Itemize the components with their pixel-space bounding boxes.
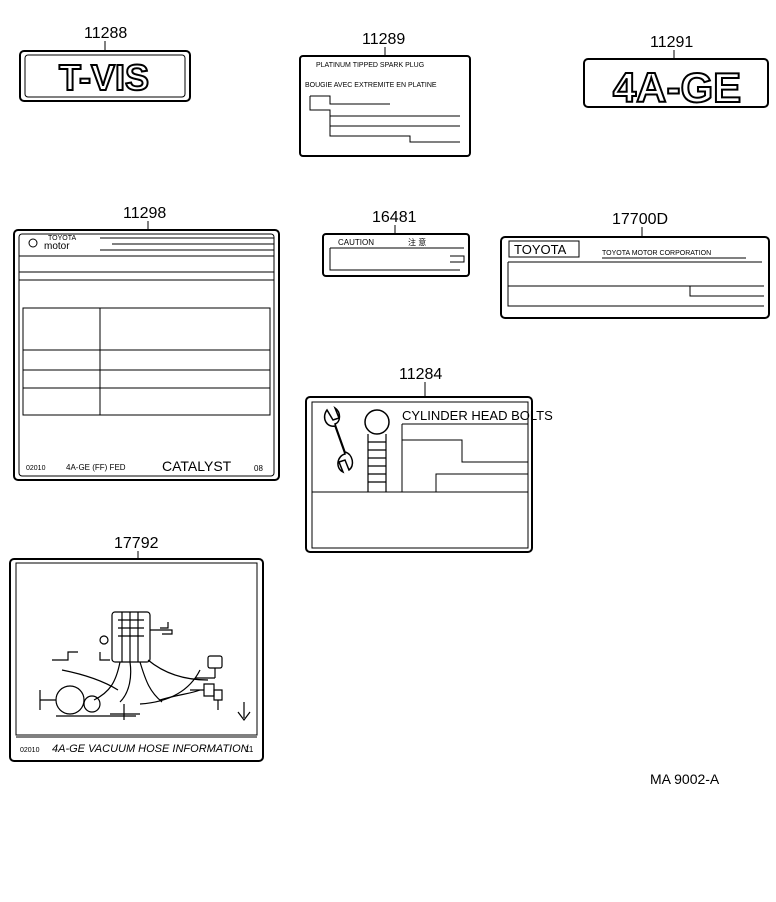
part-number-11298: 11298 xyxy=(123,205,166,222)
brand-motor: motor xyxy=(44,241,70,252)
vacuum-hose-schematic xyxy=(39,611,251,721)
part-number-11288: 11288 xyxy=(84,25,127,42)
cyl-head-title: CYLINDER HEAD BOLTS xyxy=(402,408,553,423)
label-11298-catalyst: CATALYST xyxy=(162,458,232,474)
caution-text: CAUTION xyxy=(338,238,374,247)
label-11298-engine: 4A-GE (FF) FED xyxy=(66,463,126,472)
label-4age-text: 4A-GE xyxy=(613,64,741,111)
part-number-17700D: 17700D xyxy=(612,211,668,228)
spark-plug-line1: PLATINUM TIPPED SPARK PLUG xyxy=(316,62,424,69)
toyota-brand: TOYOTA xyxy=(514,242,567,257)
part-16481: 16481 CAUTION 注 意 xyxy=(322,209,470,277)
part-11288: 11288 T-VIS xyxy=(19,25,191,102)
label-17792-suffix: 11 xyxy=(245,745,254,754)
part-number-11291: 11291 xyxy=(650,34,693,51)
part-number-11289: 11289 xyxy=(362,31,405,48)
part-11291: 11291 4A-GE xyxy=(583,34,769,112)
part-17792: 17792 02010 4A-GE VACUUM HOSE INFORMAT xyxy=(9,535,264,762)
spark-plug-line2: BOUGIE AVEC EXTREMITE EN PLATINE xyxy=(305,82,437,89)
label-17792-code: 02010 xyxy=(20,747,40,754)
label-11298-code: 02010 xyxy=(26,465,46,472)
label-17792-title: 4A-GE VACUUM HOSE INFORMATION xyxy=(52,743,249,755)
part-11289: 11289 PLATINUM TIPPED SPARK PLUG BOUGIE … xyxy=(299,31,471,157)
part-number-17792: 17792 xyxy=(114,535,159,552)
diagram-reference: MA 9002-A xyxy=(650,771,720,787)
label-tvis-text: T-VIS xyxy=(59,57,149,98)
caution-jp-text: 注 意 xyxy=(408,237,426,247)
part-number-16481: 16481 xyxy=(372,209,417,226)
part-11284: 11284 CYLINDER HEAD BOLTS xyxy=(305,366,553,553)
part-number-11284: 11284 xyxy=(399,366,442,383)
part-11298: 11298 TOYOTA motor 02010 4A-GE (FF) FED … xyxy=(13,205,280,481)
part-17700D: 17700D TOYOTA TOYOTA MOTOR CORPORATION xyxy=(500,211,770,319)
brand-small: TOYOTA xyxy=(48,235,76,242)
label-11298-suffix: 08 xyxy=(254,464,263,473)
toyota-corp: TOYOTA MOTOR CORPORATION xyxy=(602,250,711,257)
